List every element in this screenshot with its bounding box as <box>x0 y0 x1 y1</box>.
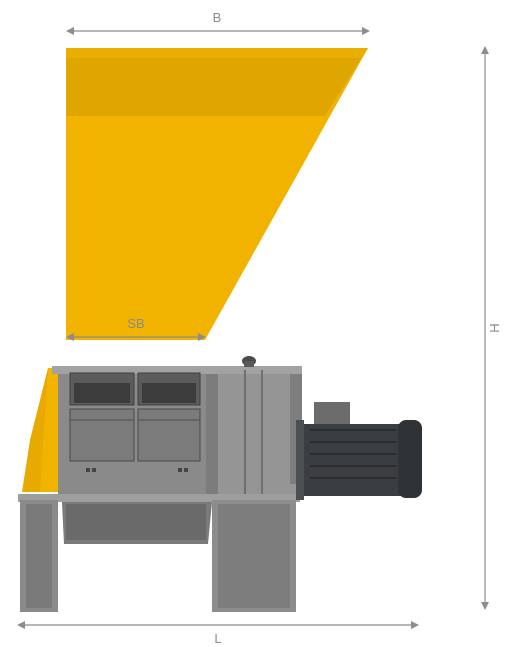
dimension-sb: SB <box>66 316 206 341</box>
shredder-body-icon <box>18 356 302 544</box>
dimension-b-label: B <box>213 10 222 25</box>
dimension-l: L <box>17 621 419 646</box>
hopper-icon <box>22 48 368 492</box>
motor-icon <box>296 402 422 500</box>
dimension-h: H <box>481 46 502 610</box>
stand-icon <box>20 500 296 612</box>
dimension-l-label: L <box>214 631 221 646</box>
dimension-h-label: H <box>487 323 502 332</box>
dimension-sb-label: SB <box>127 316 144 331</box>
dimension-b: B <box>66 10 370 35</box>
